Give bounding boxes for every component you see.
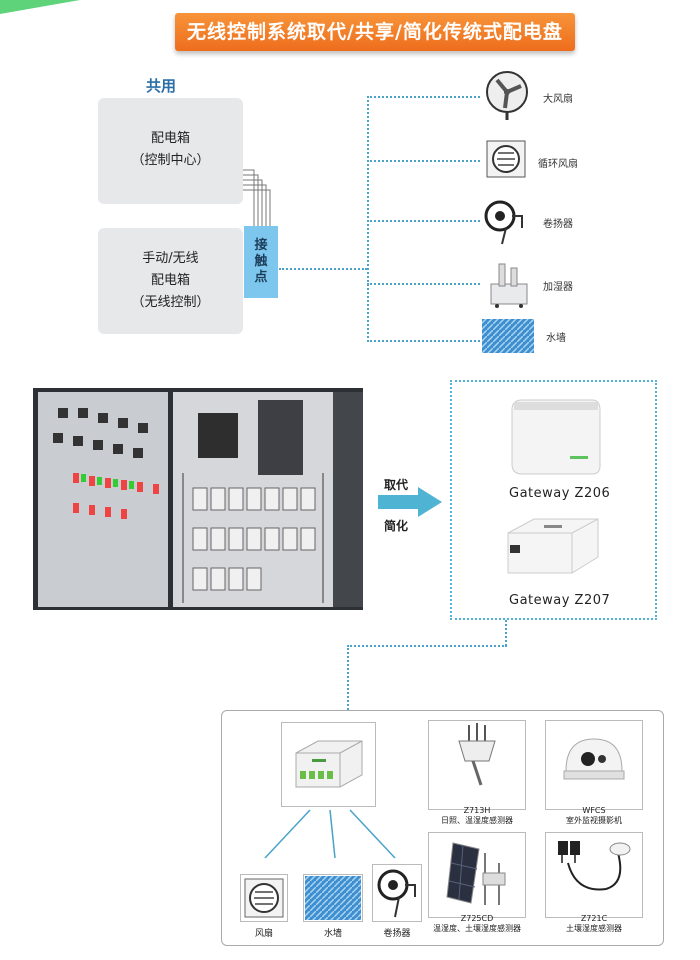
contact-char-2: 触	[254, 254, 268, 269]
device-label-circ-fan: 循环风扇	[538, 159, 578, 170]
sensor-tile-wfcs	[545, 720, 643, 810]
connector-main	[279, 268, 367, 270]
sensor-desc-z725cd: 温湿度、土壤湿度感测器	[433, 924, 521, 933]
controller-tile	[281, 722, 376, 807]
device-panel	[221, 710, 664, 946]
output-label-water-wall: 水墙	[323, 929, 342, 939]
sensor-desc-z713h: 日照、温湿度感测器	[441, 816, 513, 825]
output-label-fan: 风扇	[254, 929, 273, 939]
device-label-winch: 卷扬器	[543, 219, 573, 230]
box1-line2: （控制中心）	[131, 153, 210, 168]
exhaust-fan-icon	[486, 140, 526, 178]
simplify-label: 简化	[384, 519, 409, 533]
connector-gw-down	[505, 620, 507, 646]
gateway-z206-icon	[511, 399, 601, 475]
sensor-tile-z713h	[428, 720, 526, 810]
output-tile-fan	[240, 874, 288, 922]
contact-point-block: 接 触 点	[244, 226, 278, 298]
gateway-frame	[450, 380, 657, 620]
branch-lines	[264, 809, 396, 859]
arrow-right-icon	[378, 487, 442, 517]
connector-humidifier	[367, 283, 480, 285]
connector-to-panel	[347, 645, 349, 710]
device-label-water-wall: 水墙	[546, 333, 566, 344]
contact-char-1: 接	[254, 238, 268, 253]
connector-water-wall	[367, 340, 480, 342]
device-label-big-fan: 大风扇	[543, 94, 573, 105]
corner-decoration	[0, 0, 80, 14]
gateway-z206-name: Gateway Z206	[509, 486, 611, 501]
shared-label: 共用	[146, 77, 177, 95]
sensor-tile-z721c	[545, 832, 643, 918]
box2-line1: 手动/无线	[142, 251, 199, 266]
water-wall-icon	[305, 876, 361, 920]
sensor-tile-z725cd	[428, 832, 526, 918]
connector-gw-horizontal	[347, 645, 507, 647]
output-tile-winch	[372, 864, 422, 922]
humidifier-icon	[490, 263, 528, 308]
distribution-box-control-center: 配电箱 （控制中心）	[98, 98, 243, 204]
wire-bundle	[243, 169, 271, 227]
gateway-z207-name: Gateway Z207	[509, 593, 611, 608]
wall-fan-icon	[486, 71, 528, 120]
winch-icon	[484, 200, 523, 245]
sensor-desc-z721c: 土壤湿度感测器	[566, 924, 622, 933]
sensor-desc-wfcs: 室外监视摄影机	[566, 816, 622, 825]
relay-controller-icon	[295, 740, 363, 788]
soil-probe-icon	[558, 841, 631, 891]
connector-winch	[367, 220, 480, 222]
sensor-code-z713h: Z713H	[463, 806, 491, 815]
device-label-humidifier: 加湿器	[543, 282, 573, 293]
gateway-z207-icon	[507, 518, 599, 574]
sensor-code-z725cd: Z725CD	[460, 914, 494, 923]
traditional-panel-photo	[33, 388, 363, 610]
connector-trunk	[367, 96, 369, 342]
sensor-code-z721c: Z721C	[580, 914, 608, 923]
title-banner: 无线控制系统取代/共享/简化传统式配电盘	[175, 13, 575, 51]
exhaust-fan-icon	[244, 878, 284, 918]
box2-line3: （无线控制）	[131, 295, 210, 310]
winch-icon	[377, 869, 416, 918]
connector-fan	[367, 96, 480, 98]
output-label-winch: 卷扬器	[383, 929, 411, 939]
connector-circ-fan	[367, 160, 480, 162]
sensor-code-wfcs: WFCS	[582, 806, 606, 815]
box1-line1: 配电箱	[150, 131, 190, 146]
contact-char-3: 点	[254, 270, 268, 285]
box2-line2: 配电箱	[150, 273, 190, 288]
panel-photo-illustration	[33, 388, 363, 610]
replace-label: 取代	[384, 478, 409, 492]
distribution-box-wireless: 手动/无线 配电箱 （无线控制）	[98, 228, 243, 334]
z713h-sensor-icon	[458, 723, 496, 786]
solar-sensor-icon	[446, 842, 506, 905]
output-tile-water-wall	[303, 874, 363, 922]
dome-camera-icon	[563, 738, 625, 780]
water-wall-icon	[482, 319, 534, 353]
